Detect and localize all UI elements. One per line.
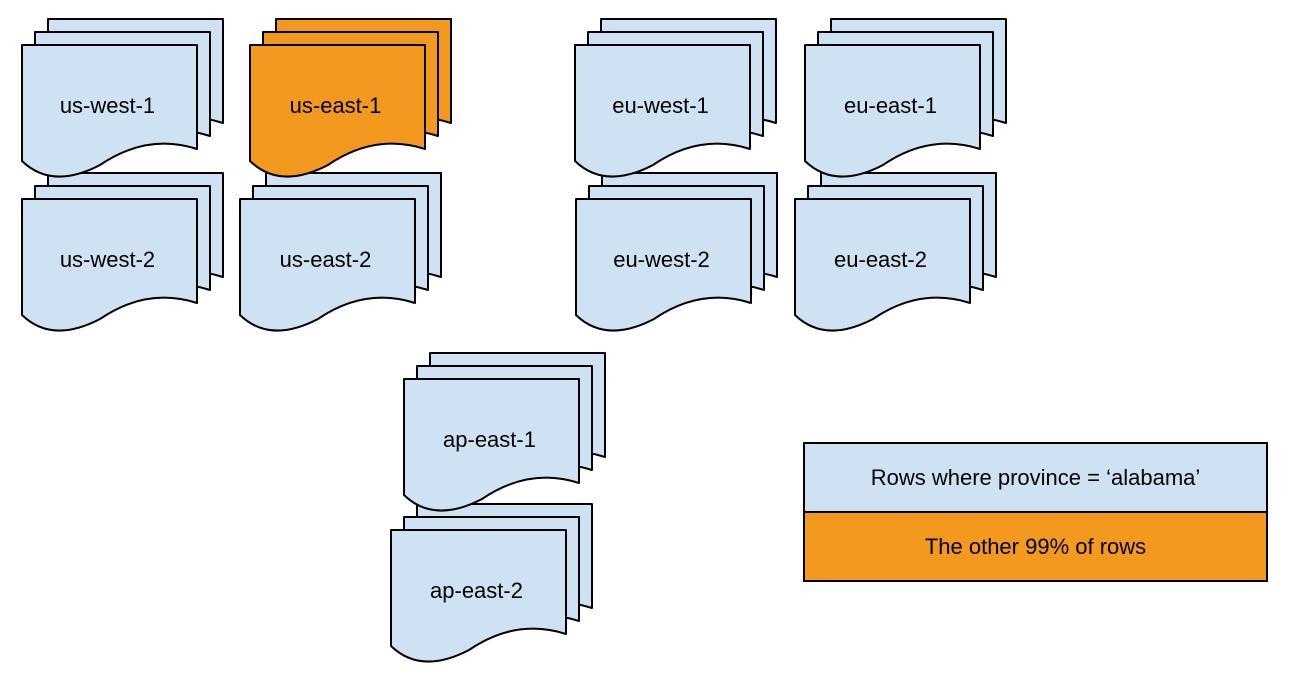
stack-label: eu-west-1: [612, 93, 709, 118]
document-sheet-front: [21, 198, 198, 332]
stack-label: us-west-2: [59, 247, 156, 272]
document-stack-icon: [403, 352, 606, 512]
stack-label: us-east-1: [289, 93, 382, 118]
legend: Rows where province = ‘alabama’ The othe…: [803, 442, 1268, 582]
stack-eu-east-2: eu-east-2: [793, 171, 999, 333]
stack-ap-east-2: ap-east-2: [389, 502, 595, 664]
document-sheet-front: [239, 198, 416, 332]
document-sheet-front: [403, 378, 580, 512]
document-stack-icon: [21, 172, 224, 332]
document-sheet-front: [249, 44, 426, 178]
document-sheet-front: [575, 198, 752, 332]
legend-item-alabama-rows: Rows where province = ‘alabama’: [805, 444, 1266, 511]
stack-us-west-1: us-west-1: [20, 17, 226, 179]
stack-label: eu-west-2: [613, 247, 710, 272]
stack-label: ap-east-2: [430, 578, 523, 603]
document-stack-icon: [249, 18, 452, 178]
document-sheet-front: [574, 44, 751, 178]
stack-us-west-2: us-west-2: [20, 171, 226, 333]
document-stack-icon: [575, 172, 778, 332]
document-sheet-front: [390, 529, 567, 663]
document-stack-icon: [239, 172, 442, 332]
stack-eu-west-2: eu-west-2: [574, 171, 780, 333]
stack-us-east-2: us-east-2: [238, 171, 444, 333]
document-stack-icon: [574, 18, 777, 178]
stack-eu-east-1: eu-east-1: [803, 17, 1009, 179]
document-stack-icon: [794, 172, 997, 332]
legend-item-label: Rows where province = ‘alabama’: [870, 464, 1201, 490]
stack-label: eu-east-2: [834, 247, 927, 272]
stack-label: us-west-1: [59, 93, 156, 118]
document-stack-icon: [390, 503, 593, 663]
document-sheet-front: [794, 198, 971, 332]
stack-label: ap-east-1: [443, 427, 536, 452]
document-sheet-front: [21, 44, 198, 178]
stack-eu-west-1: eu-west-1: [573, 17, 779, 179]
document-stack-icon: [21, 18, 224, 178]
stack-label: eu-east-1: [844, 93, 937, 118]
legend-item-other-rows: The other 99% of rows: [805, 511, 1266, 580]
stack-us-east-1: us-east-1: [248, 17, 454, 179]
stack-label: us-east-2: [279, 247, 372, 272]
legend-item-label: The other 99% of rows: [924, 533, 1147, 559]
document-sheet-front: [804, 44, 981, 178]
stack-ap-east-1: ap-east-1: [402, 351, 608, 513]
document-stack-icon: [804, 18, 1007, 178]
